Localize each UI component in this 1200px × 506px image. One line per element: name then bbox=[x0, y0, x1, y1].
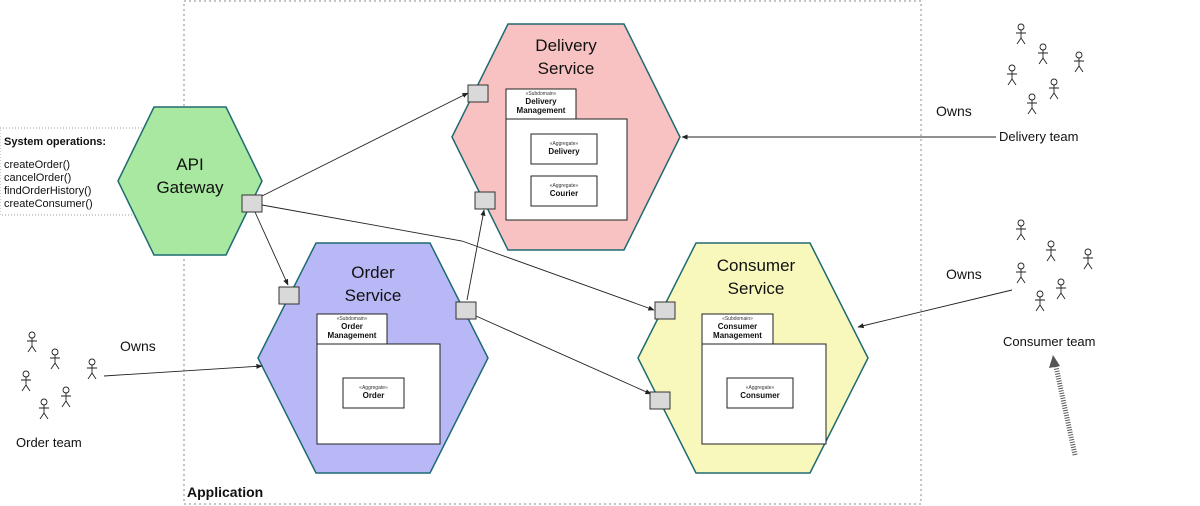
person-icon bbox=[61, 386, 71, 408]
order-subdomain-name2: Management bbox=[327, 331, 377, 340]
operation-create-consumer: createConsumer() bbox=[4, 198, 93, 210]
api-gateway-title-line1: API bbox=[176, 155, 204, 174]
delivery-subdomain-label: «Subdomain» Delivery Management bbox=[506, 91, 576, 115]
order-service-title: Order Service bbox=[323, 261, 423, 307]
gateway-to-consumer-line bbox=[261, 204, 655, 311]
person-icon bbox=[1035, 290, 1045, 312]
consumer-subdomain-stereotype: «Subdomain» bbox=[722, 316, 753, 322]
order-aggregate-box bbox=[342, 377, 405, 409]
order-owns-label: Owns bbox=[120, 338, 156, 354]
delivery-port-top[interactable] bbox=[467, 84, 489, 103]
delivery-subdomain-name2: Management bbox=[516, 106, 566, 115]
person-icon bbox=[50, 348, 60, 370]
system-operations-panel: System operations: createOrder() cancelO… bbox=[4, 136, 106, 211]
consumer-aggregate-name: Consumer bbox=[740, 391, 780, 400]
consumer-team-hatched-arrow bbox=[1052, 361, 1078, 456]
order-team-label: Order team bbox=[16, 435, 82, 450]
consumer-title-line2: Service bbox=[727, 279, 785, 298]
delivery-subdomain-stereotype: «Subdomain» bbox=[525, 91, 557, 97]
order-team-owns-line bbox=[103, 363, 263, 377]
gateway-to-order-line bbox=[254, 211, 289, 286]
consumer-subdomain-label: «Subdomain» Consumer Management bbox=[702, 316, 773, 340]
delivery-team-label: Delivery team bbox=[999, 129, 1079, 144]
api-gateway-title: API Gateway bbox=[140, 153, 240, 199]
delivery-subdomain-name1: Delivery bbox=[525, 97, 557, 106]
delivery-aggregate-box bbox=[530, 133, 598, 165]
consumer-port-top[interactable] bbox=[654, 301, 676, 320]
delivery-service-title: Delivery Service bbox=[516, 34, 616, 80]
consumer-aggregate-label: «Aggregate» Consumer bbox=[727, 385, 793, 400]
consumer-port-bottom[interactable] bbox=[649, 391, 671, 410]
delivery-port-bottom[interactable] bbox=[474, 191, 496, 210]
delivery-aggregate-label: «Aggregate» Delivery bbox=[531, 141, 597, 156]
delivery-title-line2: Service bbox=[537, 59, 595, 78]
consumer-subdomain-name1: Consumer bbox=[717, 322, 758, 331]
person-icon bbox=[1083, 248, 1093, 270]
person-icon bbox=[1074, 51, 1084, 73]
order-subdomain-stereotype: «Subdomain» bbox=[336, 316, 368, 322]
operation-cancel-order: cancelOrder() bbox=[4, 172, 72, 184]
consumer-subdomain-name2: Management bbox=[713, 331, 762, 340]
consumer-owns-label: Owns bbox=[946, 266, 982, 282]
person-icon bbox=[87, 358, 97, 380]
delivery-team-people bbox=[1007, 23, 1084, 115]
system-operations-box bbox=[0, 127, 187, 216]
order-subdomain-name1: Order bbox=[341, 322, 363, 331]
operation-find-order-history: findOrderHistory() bbox=[4, 185, 92, 197]
application-label: Application bbox=[187, 484, 264, 500]
courier-aggregate-name: Courier bbox=[549, 189, 579, 198]
delivery-subdomain-tab bbox=[505, 88, 577, 121]
courier-aggregate-stereotype: «Aggregate» bbox=[549, 183, 579, 189]
system-operations-heading: System operations: bbox=[4, 136, 107, 148]
order-to-delivery-line bbox=[466, 209, 486, 301]
person-icon bbox=[1016, 262, 1026, 284]
consumer-aggregate-stereotype: «Aggregate» bbox=[745, 385, 775, 391]
person-icon bbox=[1038, 43, 1048, 65]
person-icon bbox=[1027, 93, 1037, 115]
delivery-title-line1: Delivery bbox=[535, 36, 597, 55]
courier-aggregate-box bbox=[530, 175, 598, 207]
hatched-arrow-head bbox=[1049, 355, 1060, 368]
person-icon bbox=[1016, 23, 1026, 45]
order-aggregate-label: «Aggregate» Order bbox=[343, 385, 404, 400]
order-aggregate-stereotype: «Aggregate» bbox=[359, 385, 388, 391]
person-icon bbox=[1046, 240, 1056, 262]
consumer-team-label: Consumer team bbox=[1003, 334, 1096, 349]
order-subdomain-tab bbox=[316, 313, 388, 346]
order-title-line1: Order bbox=[351, 263, 395, 282]
person-icon bbox=[27, 331, 37, 353]
order-aggregate-name: Order bbox=[362, 391, 385, 400]
consumer-team-owns-line bbox=[857, 289, 1013, 329]
person-icon bbox=[21, 370, 31, 392]
api-gateway-title-line2: Gateway bbox=[156, 178, 224, 197]
consumer-team-people bbox=[1016, 219, 1093, 312]
order-port-right[interactable] bbox=[455, 301, 477, 320]
consumer-aggregate-box bbox=[726, 377, 794, 409]
person-icon bbox=[1007, 64, 1017, 86]
person-icon bbox=[1016, 219, 1026, 241]
person-icon bbox=[39, 398, 49, 420]
api-gateway-port[interactable] bbox=[241, 194, 263, 213]
person-icon bbox=[1056, 278, 1066, 300]
person-icon bbox=[1049, 78, 1059, 100]
delivery-owns-label: Owns bbox=[936, 103, 972, 119]
order-port-left[interactable] bbox=[278, 286, 300, 305]
delivery-aggregate-name: Delivery bbox=[548, 147, 580, 156]
order-team-people bbox=[21, 331, 97, 420]
gateway-to-delivery-line bbox=[261, 92, 469, 197]
operation-create-order: createOrder() bbox=[4, 159, 71, 171]
order-to-consumer-line bbox=[475, 315, 652, 395]
consumer-title-line1: Consumer bbox=[716, 256, 796, 275]
courier-aggregate-label: «Aggregate» Courier bbox=[531, 183, 597, 198]
order-subdomain-label: «Subdomain» Order Management bbox=[317, 316, 387, 340]
consumer-service-title: Consumer Service bbox=[706, 254, 806, 300]
delivery-aggregate-stereotype: «Aggregate» bbox=[549, 141, 579, 147]
api-gateway-hexagon[interactable] bbox=[117, 106, 263, 256]
order-title-line2: Service bbox=[344, 286, 402, 305]
